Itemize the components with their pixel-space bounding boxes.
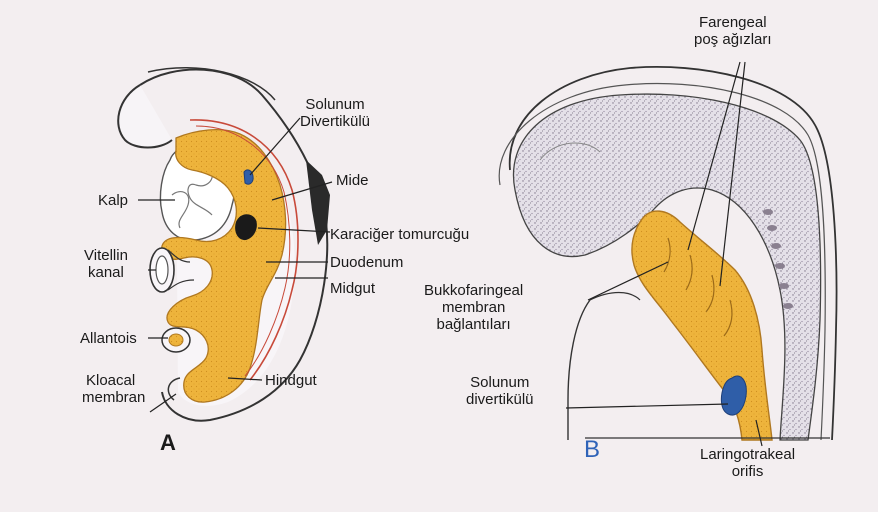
label-line: divertikülü bbox=[466, 391, 534, 408]
label-line: kanal bbox=[84, 264, 128, 281]
label-duodenum: Duodenum bbox=[330, 254, 403, 271]
panel-letter-a: A bbox=[160, 430, 176, 456]
label-midgut: Midgut bbox=[330, 280, 375, 297]
label-hindgut: Hindgut bbox=[265, 372, 317, 389]
label-line: Solunum bbox=[466, 374, 534, 391]
label-solunum-divertikulu-b: Solunum divertikülü bbox=[466, 374, 534, 408]
label-farengeal-pos-agizlari: Farengeal poş ağızları bbox=[694, 14, 772, 48]
label-vitellin-kanal: Vitellin kanal bbox=[84, 247, 128, 281]
label-line: Farengeal bbox=[694, 14, 772, 31]
panel-b-drawing bbox=[499, 62, 836, 446]
label-laringotrakeal-orifis: Laringotrakeal orifis bbox=[700, 446, 795, 480]
label-bukkofaringeal-membran: Bukkofaringeal membran bağlantıları bbox=[424, 282, 523, 333]
label-line: orifis bbox=[700, 463, 795, 480]
label-line: Solunum bbox=[300, 96, 370, 113]
label-line: membran bbox=[424, 299, 523, 316]
panel-letter-b: B bbox=[584, 436, 600, 464]
label-mide: Mide bbox=[336, 172, 369, 189]
respiratory-diverticulum-a bbox=[244, 170, 253, 184]
label-line: bağlantıları bbox=[424, 316, 523, 333]
label-line: poş ağızları bbox=[694, 31, 772, 48]
label-line: Kloacal bbox=[86, 372, 145, 389]
label-line: Divertikülü bbox=[300, 113, 370, 130]
label-kalp: Kalp bbox=[98, 192, 128, 209]
label-allantois: Allantois bbox=[80, 330, 137, 347]
label-solunum-divertikulu-a: Solunum Divertikülü bbox=[300, 96, 370, 130]
label-line: Vitellin bbox=[84, 247, 128, 264]
label-karaciger-tomurcugu: Karaciğer tomurcuğu bbox=[330, 226, 469, 243]
label-line: Bukkofaringeal bbox=[424, 282, 523, 299]
label-kloacal-membran: Kloacal membran bbox=[86, 372, 145, 406]
label-line: membran bbox=[82, 389, 145, 406]
label-line: Laringotrakeal bbox=[700, 446, 795, 463]
